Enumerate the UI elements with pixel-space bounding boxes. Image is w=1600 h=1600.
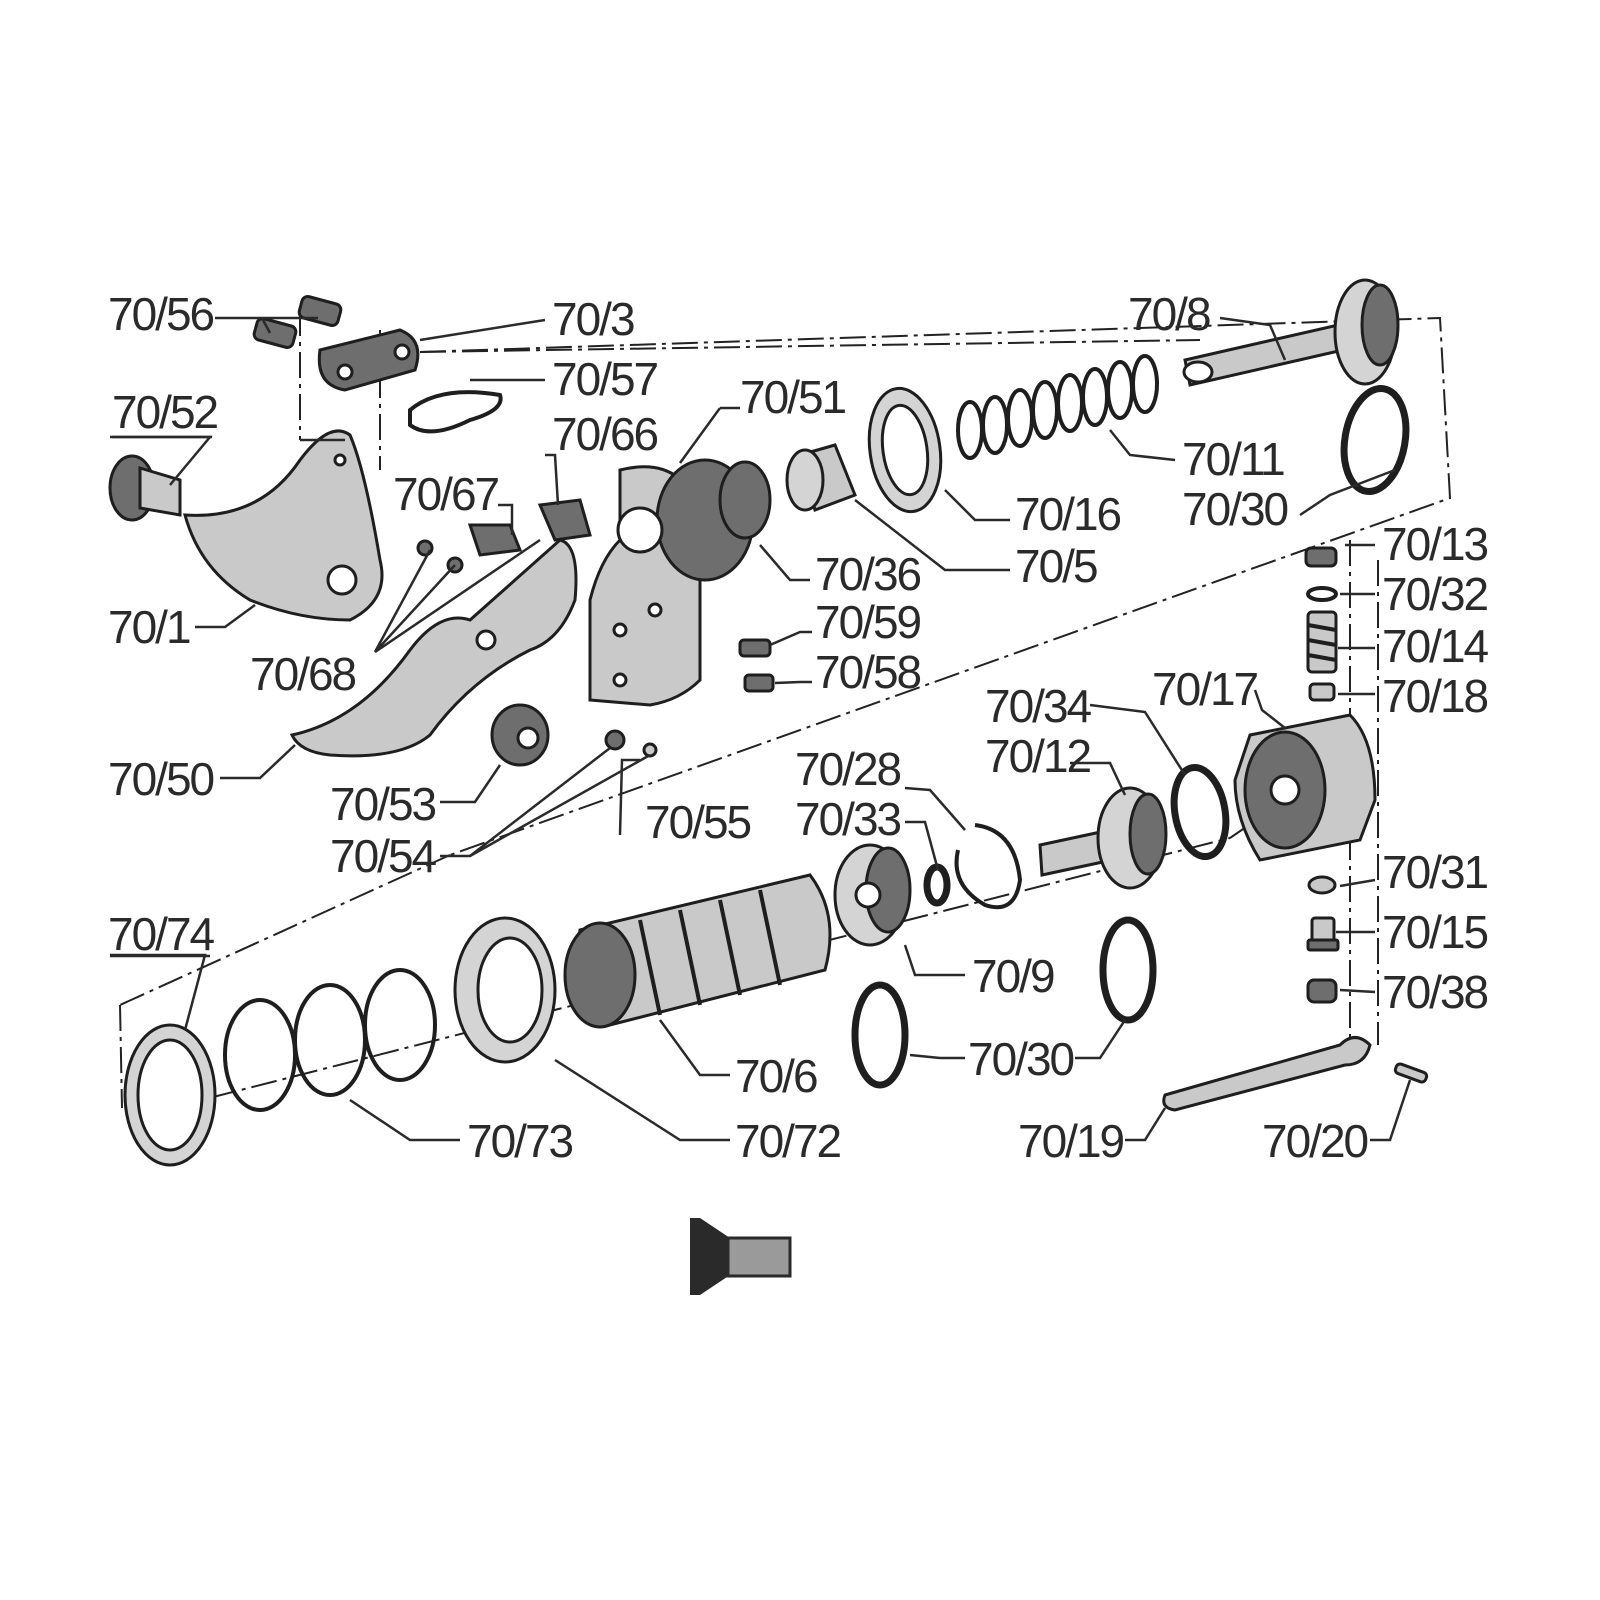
label-70-12: 70/12 (985, 730, 1091, 782)
label-70-19: 70/19 (1018, 1115, 1124, 1167)
part-70-17-valve-body (1233, 713, 1377, 862)
label-70-5: 70/5 (1015, 540, 1097, 592)
part-70-19-wrench (1162, 1036, 1372, 1112)
part-70-12-cylinder-head (1038, 786, 1168, 890)
leader-lines (110, 316, 1412, 1142)
countersunk-screw-icon (690, 1218, 792, 1295)
part-70-73-spring (223, 968, 437, 1112)
part-70-5-sleeve (785, 443, 857, 512)
label-70-34: 70/34 (985, 680, 1092, 732)
part-70-6-cylinder-sleeve (563, 873, 832, 1029)
label-70-57: 70/57 (552, 353, 658, 405)
label-70-3: 70/3 (552, 293, 634, 345)
label-70-33: 70/33 (795, 793, 901, 845)
part-70-59-screw (738, 638, 772, 658)
part-70-52-bushing (108, 454, 182, 522)
part-70-1-anvil-blade (182, 429, 384, 622)
label-70-30-bottom: 70/30 (968, 1033, 1074, 1085)
part-70-54-nut (604, 729, 626, 751)
label-70-74: 70/74 (108, 908, 215, 960)
label-70-1: 70/1 (108, 601, 190, 653)
part-70-57-clip (408, 390, 503, 434)
part-labels: 70/56 70/3 70/57 70/52 70/66 70/51 70/67… (108, 288, 1491, 1167)
label-70-66: 70/66 (552, 408, 658, 460)
label-70-53: 70/53 (330, 778, 436, 830)
label-70-32: 70/32 (1382, 568, 1488, 620)
part-70-15-fitting (1306, 916, 1340, 952)
label-70-54: 70/54 (330, 830, 437, 882)
label-70-11: 70/11 (1182, 433, 1284, 485)
part-70-9-piston (833, 843, 912, 947)
label-70-52: 70/52 (112, 386, 218, 438)
label-70-8: 70/8 (1128, 288, 1210, 340)
part-70-11-spring (956, 354, 1159, 460)
label-70-56: 70/56 (108, 288, 214, 340)
label-70-30-top: 70/30 (1182, 483, 1288, 535)
part-70-56-screws (252, 295, 343, 349)
part-70-1-small-hole (333, 453, 347, 467)
part-70-8-piston-rod (1182, 278, 1400, 387)
label-70-6: 70/6 (735, 1050, 817, 1102)
part-70-34-oring (1170, 763, 1230, 861)
part-70-30-oring-mid (1099, 916, 1157, 1024)
part-70-3-link-plate (317, 328, 420, 392)
part-70-53-gear (490, 703, 550, 767)
label-70-14: 70/14 (1382, 620, 1489, 672)
label-70-59: 70/59 (815, 596, 921, 648)
label-70-9: 70/9 (972, 950, 1054, 1002)
label-70-36: 70/36 (815, 548, 921, 600)
label-70-73: 70/73 (467, 1115, 573, 1167)
label-70-50: 70/50 (108, 753, 214, 805)
label-70-72: 70/72 (735, 1115, 841, 1167)
part-70-58-screw (743, 673, 775, 693)
part-70-50-cutting-blade (289, 538, 578, 758)
part-70-33-ring (923, 863, 951, 907)
part-70-30-oring-top (1340, 385, 1410, 495)
label-70-18: 70/18 (1382, 670, 1488, 722)
label-70-58: 70/58 (815, 646, 921, 698)
label-70-67: 70/67 (393, 468, 499, 520)
part-70-67-plate (467, 523, 523, 557)
label-70-20: 70/20 (1262, 1115, 1368, 1167)
label-70-15: 70/15 (1382, 906, 1488, 958)
label-70-68: 70/68 (250, 648, 356, 700)
part-70-55-pin (642, 742, 658, 758)
part-valve-stack (1304, 546, 1338, 702)
part-70-36-nut (718, 460, 772, 540)
part-70-1-pivot-hole (326, 564, 358, 596)
part-70-68-screw-a (416, 539, 434, 557)
part-70-66-latch (537, 498, 592, 542)
label-70-13: 70/13 (1382, 518, 1488, 570)
label-70-17: 70/17 (1152, 663, 1258, 715)
label-70-16: 70/16 (1015, 488, 1121, 540)
label-70-51: 70/51 (740, 371, 846, 423)
label-70-28: 70/28 (795, 743, 901, 795)
part-70-30-oring-low (851, 981, 909, 1089)
label-70-55: 70/55 (645, 796, 751, 848)
part-70-31-seal (1307, 875, 1337, 895)
label-70-31: 70/31 (1382, 846, 1488, 898)
part-70-28-circlip (954, 823, 1023, 910)
label-70-38: 70/38 (1382, 966, 1488, 1018)
part-70-38-nut (1306, 978, 1338, 1004)
part-70-20-pin (1393, 1062, 1429, 1084)
